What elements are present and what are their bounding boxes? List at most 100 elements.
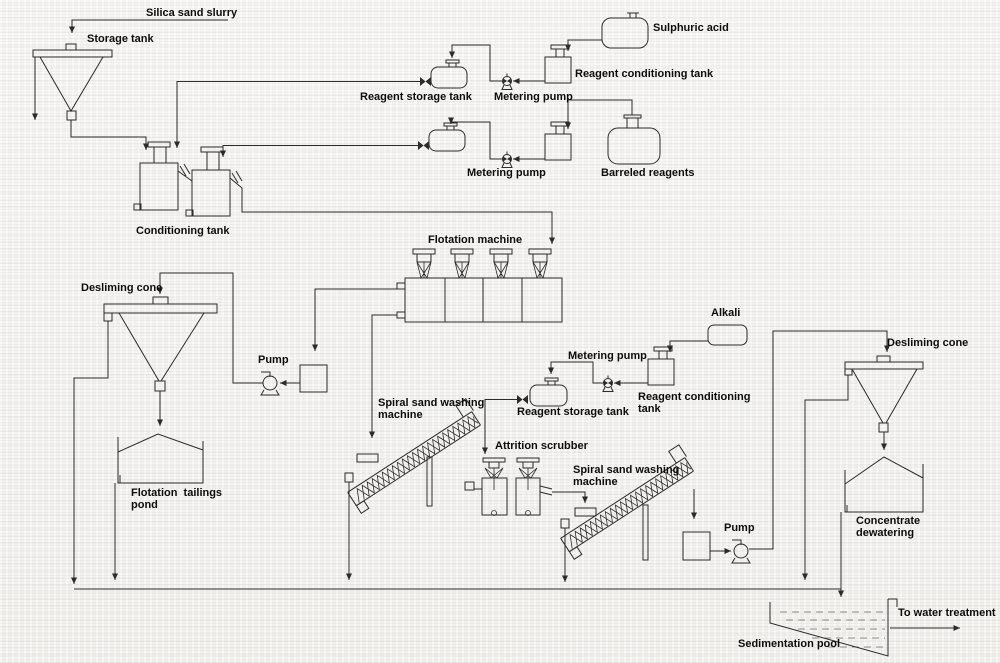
line-reagent-top-to-tank1	[174, 82, 420, 148]
storage-tank-cone	[33, 44, 112, 120]
reagent-conditioning-tank-mid-symbol	[545, 122, 571, 160]
spiral-washer-1-symbol	[339, 398, 488, 514]
pool-water-dashes	[780, 612, 885, 647]
label-sedimentation-pool: Sedimentation pool	[738, 638, 841, 650]
cell-dividers	[445, 278, 522, 322]
agitator-legs	[417, 262, 547, 278]
agitated-tank	[648, 347, 674, 385]
pump-right-symbol	[732, 540, 750, 563]
label-desliming-cone-right: Desliming cone	[887, 337, 969, 349]
label-sulphuric-acid: Sulphuric acid	[653, 22, 729, 34]
sulphuric-acid-drum-symbol	[602, 13, 648, 48]
line-pump-to-storage-mid	[448, 117, 502, 159]
tank	[530, 385, 567, 406]
drum-nozzle	[627, 13, 639, 18]
flotation-machine-symbol	[397, 249, 562, 322]
label-reagent-conditioning-tank-right: Reagent conditioning tank	[638, 391, 751, 416]
label-barreled-reagents: Barreled reagents	[601, 167, 695, 179]
drum-nozzle	[624, 115, 641, 128]
label-to-water-treatment: To water treatment	[898, 607, 996, 619]
pump-bowtie	[503, 78, 511, 84]
line-barrel-to-condtank-mid	[565, 100, 632, 129]
reagent-storage-tank-mid-symbol	[418, 123, 465, 151]
label-reagent-storage-tank-top: Reagent storage tank	[360, 91, 472, 103]
spiral-spout-2	[561, 519, 569, 528]
line-conditioning-to-flotation	[230, 178, 555, 244]
tank	[429, 130, 465, 151]
spiral-spout-1	[345, 473, 353, 482]
label-reagent-storage-tank-right: Reagent storage tank	[517, 406, 629, 418]
line-scrubber-to-spiral2	[552, 492, 588, 503]
attrition-scrubber-symbol	[465, 458, 552, 516]
stand-legs	[485, 468, 537, 490]
reagent-conditioning-tank-right-symbol	[648, 347, 674, 385]
line-flotation-to-spiral1	[369, 315, 397, 438]
pump-bowtie	[503, 156, 511, 162]
scrubber-cells	[482, 478, 540, 515]
metering-pump-mid-symbol	[502, 152, 512, 168]
line-pump-to-storage-top	[449, 45, 502, 81]
spiral-leg-2	[643, 505, 648, 560]
left-outlet-nozzles	[397, 283, 405, 318]
conditioning-tanks-symbol	[134, 142, 242, 216]
alkali-drum-symbol	[708, 325, 747, 345]
pump-casing	[263, 376, 277, 390]
pool-walls	[770, 599, 897, 656]
conditioning-tank-2	[186, 147, 230, 216]
conditioning-tank-1	[134, 142, 178, 210]
tank2-outlet-ticks	[232, 171, 242, 183]
line-reagent-to-scrubber	[482, 400, 517, 454]
pump-casing	[734, 544, 748, 558]
line-storage-to-conditioning	[71, 120, 149, 150]
line-pump-to-desliming-right	[749, 331, 890, 549]
scrubber-drain-1	[492, 511, 497, 516]
pump-base	[603, 376, 613, 392]
drum	[602, 18, 648, 48]
label-metering-pump-top: Metering pump	[494, 91, 573, 103]
pump-left-symbol	[261, 372, 279, 395]
label-storage-tank: Storage tank	[87, 33, 154, 45]
label-attrition-scrubber: Attrition scrubber	[495, 440, 588, 452]
label-pump-right: Pump	[724, 522, 755, 534]
tailings-pond-symbol	[118, 434, 203, 483]
line-flotation-to-sump	[312, 289, 397, 351]
metering-pump-top-symbol	[502, 74, 512, 90]
agitated-tank	[545, 122, 571, 160]
valve-icon	[418, 141, 429, 150]
label-concentrate-dewatering: Concentrate dewatering	[856, 515, 921, 540]
line-acid-to-conditioning-tank	[565, 40, 602, 51]
tank-nozzle	[545, 378, 558, 385]
sump-box-right	[683, 532, 710, 560]
line-pump-to-desliming-left	[157, 273, 263, 383]
line-slurry-feed	[69, 20, 228, 33]
concentrate-dewatering-symbol	[845, 457, 923, 512]
scrubber-launder	[465, 482, 552, 495]
drum	[608, 128, 660, 164]
scrubber-drain-2	[526, 511, 531, 516]
tank-overflow-connector	[178, 164, 192, 181]
metering-pump-right-symbol	[603, 376, 613, 392]
sedimentation-pool-symbol	[770, 599, 897, 656]
stand-bars	[483, 458, 539, 468]
line-pump-to-storage-right	[548, 362, 603, 383]
line-cone-overflow-right	[802, 375, 848, 580]
agitator-boxes	[417, 254, 547, 262]
label-flotation-tailings-pond: Flotation tailings pond	[131, 487, 223, 512]
label-conditioning-tank: Conditioning tank	[136, 225, 230, 237]
label-desliming-cone-left: Desliming cone	[81, 282, 163, 294]
barreled-reagents-symbol	[608, 115, 660, 164]
cone-body	[104, 297, 217, 391]
pump-base	[732, 540, 750, 563]
label-flotation-machine: Flotation machine	[428, 234, 523, 246]
agitator-bars	[413, 249, 551, 254]
line-alkali-to-condtank	[667, 341, 708, 352]
label-pump-left: Pump	[258, 354, 289, 366]
tank-nozzle	[444, 123, 457, 130]
tank-nozzle	[446, 60, 459, 67]
agitated-tank	[545, 45, 571, 83]
spiral-drive-1	[357, 454, 378, 462]
pump-bowtie	[604, 380, 612, 386]
pump-base	[261, 372, 279, 395]
